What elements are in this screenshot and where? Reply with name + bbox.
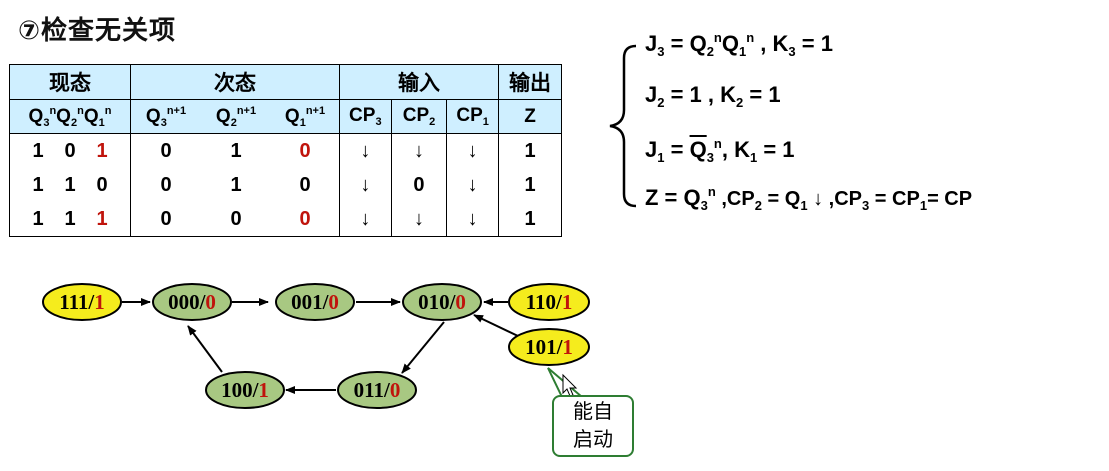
- svg-text:101/1: 101/1: [525, 335, 573, 359]
- header-z: Z: [498, 99, 562, 134]
- page-title: ⑦检查无关项: [18, 16, 177, 46]
- header-q2-next: Q2n+1: [201, 99, 271, 134]
- cp2-cell: ↓: [390, 133, 448, 168]
- self-start-callout: 能自 启动: [552, 395, 634, 457]
- cp1-cell: ↓: [446, 168, 499, 202]
- state-node-000: 000/0: [152, 283, 232, 321]
- group-present-state: 现态: [9, 64, 131, 100]
- group-next-state: 次态: [130, 64, 340, 100]
- state-node-111: 111/1: [42, 283, 122, 321]
- svg-text:110/1: 110/1: [526, 290, 573, 314]
- next-q3-cell: 0: [130, 202, 201, 237]
- arrow-100-000: [187, 325, 223, 373]
- header-q1-next: Q1n+1: [271, 99, 340, 134]
- next-q1-cell: 0: [271, 202, 340, 237]
- left-brace: [609, 44, 637, 208]
- cp1-cell: ↓: [446, 202, 499, 237]
- header-q3-next: Q3n+1: [130, 99, 201, 134]
- header-cp3: CP3: [339, 99, 392, 134]
- cp2-cell: 0: [390, 168, 448, 202]
- equation-j2-k2: J2 = 1 , K2 = 1: [645, 82, 781, 110]
- arrow-010-011: [401, 321, 445, 374]
- svg-text:000/0: 000/0: [168, 290, 216, 314]
- header-cp2: CP2: [390, 99, 448, 134]
- state-node-010: 010/0: [402, 283, 482, 321]
- arrow-101-010: [473, 314, 519, 337]
- next-q3-cell: 0: [130, 168, 201, 202]
- next-q2-cell: 1: [230, 173, 242, 196]
- svg-text:011/0: 011/0: [354, 378, 401, 402]
- z-cell: 1: [498, 168, 562, 202]
- state-table: 现态 次态 输入 输出 Q3nQ2nQ1n Q3n+1 Q2n+1 Q1n+1 …: [9, 64, 562, 237]
- state-node-011: 011/0: [337, 371, 417, 409]
- equation-j1-k1: J1 = Q3n, K1 = 1: [645, 136, 795, 165]
- z-cell: 1: [498, 133, 562, 168]
- state-node-100: 100/1: [205, 371, 285, 409]
- state-node-101: 101/1: [508, 328, 590, 366]
- cp3-cell: ↓: [339, 168, 392, 202]
- next-q2-cell: 0: [201, 202, 271, 237]
- group-inputs: 输入: [339, 64, 499, 100]
- callout-line-2: 启动: [573, 427, 613, 451]
- z-cell: 1: [498, 202, 562, 237]
- next-q2-cell: 1: [201, 133, 271, 168]
- svg-text:010/0: 010/0: [418, 290, 466, 314]
- svg-text:001/0: 001/0: [291, 290, 339, 314]
- state-node-001: 001/0: [275, 283, 355, 321]
- equation-j3-k3: J3 = Q2nQ1n , K3 = 1: [645, 30, 833, 59]
- next-q1-cell: 0: [271, 133, 340, 168]
- callout-line-1: 能自: [573, 399, 613, 423]
- next-q3-cell: 0: [130, 133, 201, 168]
- header-cp1: CP1: [446, 99, 499, 134]
- cp2-cell: ↓: [390, 202, 448, 237]
- present-state-header: Q3nQ2nQ1n: [9, 99, 131, 134]
- svg-text:111/1: 111/1: [59, 290, 105, 314]
- state-node-110: 110/1: [508, 283, 590, 321]
- equation-z-cp: Z = Q3n ,CP2 = Q1 ↓ ,CP3 = CP1= CP: [645, 184, 973, 213]
- cp1-cell: ↓: [446, 133, 499, 168]
- svg-text:100/1: 100/1: [221, 378, 269, 402]
